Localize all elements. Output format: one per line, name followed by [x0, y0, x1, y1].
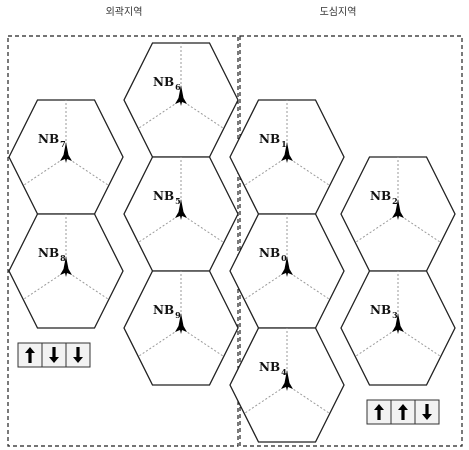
cell-label-name: NB — [370, 189, 391, 203]
cell-label-subscript: 9 — [175, 310, 181, 320]
antenna-icon — [175, 199, 187, 220]
arrow-down-icon — [422, 404, 432, 420]
cell-label: NB8 — [38, 246, 66, 263]
cell-nb1: NB1 — [229, 99, 345, 215]
cell-label-name: NB — [259, 132, 280, 146]
antenna-icon — [175, 85, 187, 106]
cell-label-subscript: 0 — [281, 253, 287, 263]
cell-label-name: NB — [153, 189, 174, 203]
cell-nb2: NB2 — [340, 156, 456, 272]
sector-divider — [286, 270, 331, 300]
sector-divider — [22, 156, 67, 186]
antenna-icon — [281, 256, 293, 277]
outer-region-title: 외곽지역 — [106, 6, 143, 18]
cell-label-subscript: 1 — [281, 139, 287, 149]
cell-label-subscript: 8 — [60, 253, 66, 263]
sector-divider — [137, 327, 182, 357]
cell-label: NB4 — [259, 360, 287, 377]
cell-label: NB3 — [370, 303, 398, 320]
cell-label-subscript: 6 — [175, 82, 181, 92]
cell-label-subscript: 4 — [281, 367, 287, 377]
cell-nb6: NB6 — [123, 42, 239, 158]
cell-label: NB1 — [259, 132, 287, 149]
sector-divider — [243, 156, 288, 186]
sector-divider — [22, 270, 67, 300]
antenna-icon — [392, 313, 404, 334]
arrow-down-icon — [73, 347, 83, 363]
cell-nb0: NB0 — [229, 213, 345, 329]
cell-label-name: NB — [370, 303, 391, 317]
antenna-icon — [392, 199, 404, 220]
cell-nb3: NB3 — [340, 270, 456, 386]
outer-arrow-box — [17, 342, 91, 368]
cell-nb8: NB8 — [8, 213, 124, 329]
cell-nb7: NB7 — [8, 99, 124, 215]
cell-label: NB9 — [153, 303, 181, 320]
sector-divider — [397, 213, 442, 243]
cell-label: NB2 — [370, 189, 398, 206]
sector-divider — [397, 327, 442, 357]
cell-label: NB0 — [259, 246, 287, 263]
cell-label-name: NB — [259, 246, 280, 260]
arrow-up-icon — [398, 404, 408, 420]
sector-divider — [286, 156, 331, 186]
cell-label-name: NB — [153, 75, 174, 89]
sector-divider — [65, 156, 110, 186]
cell-label-subscript: 2 — [392, 196, 398, 206]
antenna-icon — [175, 313, 187, 334]
cell-label-subscript: 5 — [175, 196, 181, 206]
antenna-icon — [281, 142, 293, 163]
cell-label-name: NB — [259, 360, 280, 374]
cell-label-name: NB — [38, 132, 59, 146]
antenna-icon — [281, 370, 293, 391]
cell-nb4: NB4 — [229, 327, 345, 443]
arrow-down-icon — [49, 347, 59, 363]
arrow-up-icon — [374, 404, 384, 420]
urban-region-title: 도심지역 — [320, 6, 357, 18]
urban-arrow-box — [366, 399, 440, 425]
cell-label: NB6 — [153, 75, 181, 92]
cell-label-subscript: 7 — [60, 139, 66, 149]
cell-nb9: NB9 — [123, 270, 239, 386]
urban-region-boundary — [239, 35, 463, 447]
arrow-up-icon — [25, 347, 35, 363]
sector-divider — [180, 327, 225, 357]
sector-divider — [243, 384, 288, 414]
sector-divider — [180, 99, 225, 129]
sector-divider — [137, 99, 182, 129]
outer-region-boundary — [7, 35, 239, 447]
antenna-icon — [60, 256, 72, 277]
sector-divider — [243, 270, 288, 300]
cell-label-name: NB — [153, 303, 174, 317]
sector-divider — [354, 327, 399, 357]
sector-divider — [137, 213, 182, 243]
cell-label-name: NB — [38, 246, 59, 260]
cell-label: NB5 — [153, 189, 181, 206]
sector-divider — [354, 213, 399, 243]
sector-divider — [286, 384, 331, 414]
cell-nb5: NB5 — [123, 156, 239, 272]
cell-label-subscript: 3 — [392, 310, 398, 320]
sector-divider — [65, 270, 110, 300]
cell-label: NB7 — [38, 132, 66, 149]
antenna-icon — [60, 142, 72, 163]
sector-divider — [180, 213, 225, 243]
